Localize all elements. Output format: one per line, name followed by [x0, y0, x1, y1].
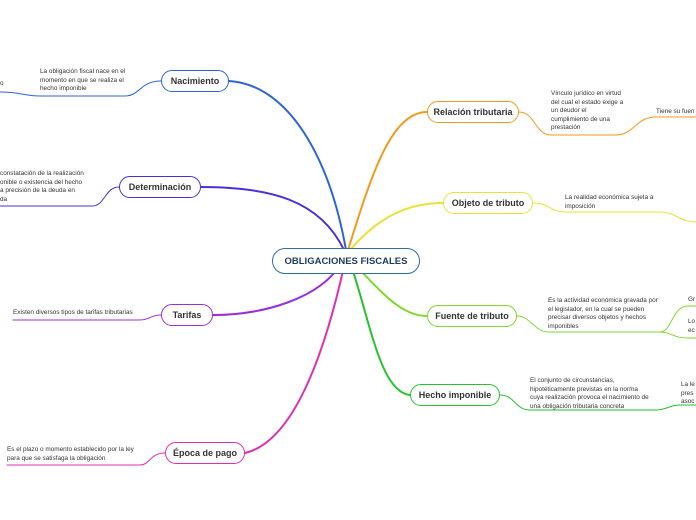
note-fuente-child-2: Lo ec [688, 318, 696, 334]
connector-tarifas [212, 261, 343, 316]
connector-determinacion [200, 186, 345, 251]
topic-determinacion[interactable]: Determinación [119, 176, 201, 198]
note-objeto: La realidad económica sujeta a imposició… [565, 194, 654, 210]
underline-determinacion [0, 186, 120, 207]
note-fuente: Es la actividad económica gravada por el… [548, 297, 658, 330]
connector-fuente-child-2 [659, 331, 696, 339]
underline-objeto [532, 202, 661, 213]
connector-hecho-child [654, 404, 696, 411]
note-epoca: Es el plazo o momento establecido por la… [7, 446, 134, 462]
connector-nacimiento-clipped [0, 91, 41, 97]
topic-fuente-de-tributo[interactable]: Fuente de tributo [427, 305, 517, 327]
note-nacimiento: La obligación fiscal nace en el momento … [40, 68, 126, 93]
connector-nacimiento [228, 80, 347, 251]
topic-hecho-imponible[interactable]: Hecho imponible [410, 384, 500, 406]
note-hecho-child: La le pres asoc [681, 381, 695, 406]
connector-objeto [349, 202, 444, 251]
topic-tarifas[interactable]: Tarifas [161, 304, 213, 326]
topic-objeto-de-tributo[interactable]: Objeto de tributo [443, 192, 533, 214]
connector-epoca [244, 261, 346, 454]
topic-relacion-tributaria[interactable]: Relación tributaria [427, 101, 519, 123]
connector-relacion-child [614, 116, 696, 136]
connector-objeto-child [659, 211, 696, 223]
connector-fuente-child-1 [659, 305, 696, 333]
underline-nacimiento [39, 80, 162, 97]
underline-tarifas [12, 314, 162, 321]
connector-hecho [349, 261, 411, 396]
note-fuente-child-1: Gr [688, 296, 696, 303]
note-relacion: Vínculo jurídico en virtud del cual el e… [551, 90, 624, 132]
connector-relacion [347, 111, 428, 251]
note-hecho: El conjunto de circunstancias, hipotétic… [530, 377, 649, 410]
topic-epoca-de-pago[interactable]: Época de pago [165, 442, 245, 464]
note-nacimiento-clipped: o [0, 80, 4, 87]
underline-epoca [6, 452, 166, 466]
note-determinacion: constatación de la realización onible o … [0, 170, 84, 203]
topic-nacimiento[interactable]: Nacimiento [161, 70, 229, 92]
note-tarifas: Existen diversos tipos de tarifas tribut… [13, 309, 133, 316]
underline-fuente [516, 315, 661, 333]
underline-hecho [499, 394, 656, 411]
note-relacion-child: Tiene su fuen [656, 108, 695, 115]
underline-relacion [518, 111, 616, 136]
central-topic[interactable]: OBLIGACIONES FISCALES [272, 248, 420, 274]
